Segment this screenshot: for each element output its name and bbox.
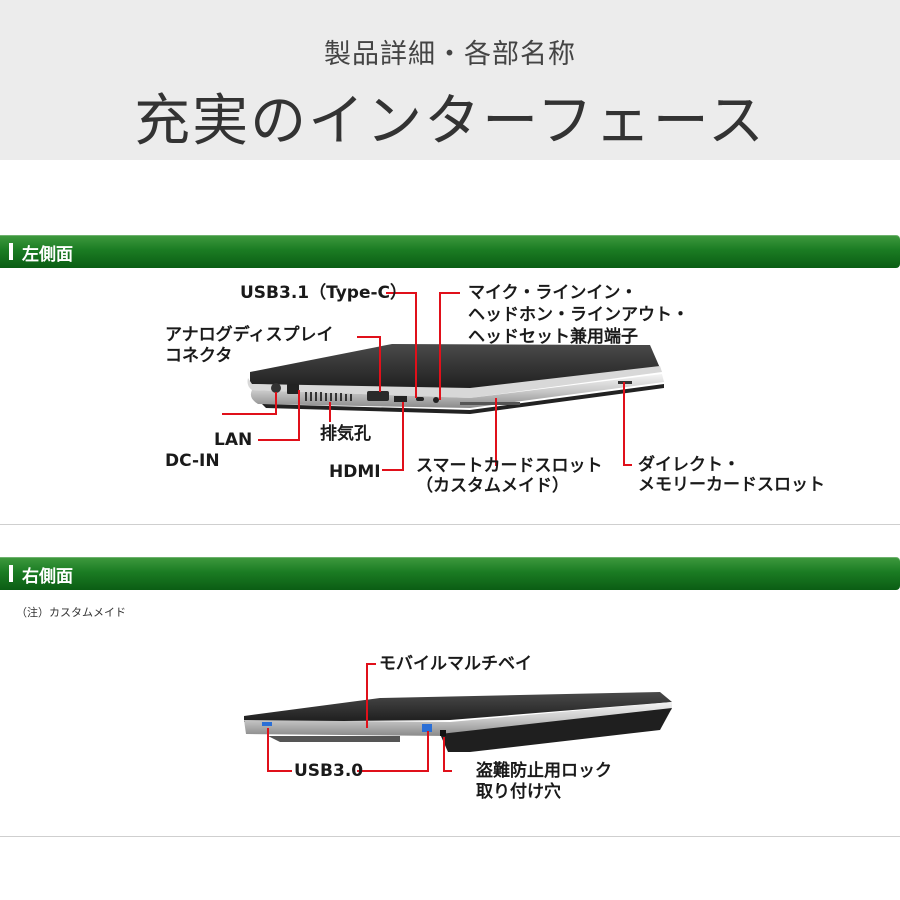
section-title-left-side: 左側面 [22,245,73,265]
label-smartcard-line1: スマートカードスロット [416,456,603,476]
label-usb30: USB3.0 [294,761,364,781]
section-divider [0,524,900,525]
bar-marker [9,565,13,582]
label-vent: 排気孔 [320,424,371,444]
page-title: 充実のインターフェース [134,89,766,154]
laptop-left-side-image [247,344,664,414]
custom-made-note: （注）カスタムメイド [16,606,126,619]
callout-lines-left [222,292,632,471]
label-memcard-line2: メモリーカードスロット [638,475,825,495]
label-analog-line2: コネクタ [165,346,233,366]
label-dcin: DC-IN [165,451,220,471]
label-lan: LAN [214,430,253,450]
label-mobile-bay: モバイルマルチベイ [379,654,532,674]
label-usb31: USB3.1（Type-C） [240,283,408,303]
label-lock-line1: 盗難防止用ロック [476,761,612,781]
laptop-right-side-image [244,692,672,752]
label-audio-line1: マイク・ラインイン・ [468,283,638,303]
bar-marker [9,243,13,260]
section-bar-left-side: 左側面 [0,235,900,268]
label-analog-line1: アナログディスプレイ [165,325,334,345]
label-smartcard-line2: （カスタムメイド） [416,476,569,496]
label-lock-line2: 取り付け穴 [476,782,561,802]
page-subtitle: 製品詳細・各部名称 [324,39,576,70]
page-header: 製品詳細・各部名称 充実のインターフェース [0,0,900,160]
section-bar-right-side: 右側面 [0,557,900,590]
section-divider [0,836,900,837]
label-memcard-line1: ダイレクト・ [638,455,740,475]
section-title-right-side: 右側面 [22,567,73,587]
label-audio-line3: ヘッドセット兼用端子 [468,327,638,347]
callout-lines-right [267,663,452,772]
label-audio-line2: ヘッドホン・ラインアウト・ [468,305,689,325]
label-hdmi: HDMI [329,462,381,482]
